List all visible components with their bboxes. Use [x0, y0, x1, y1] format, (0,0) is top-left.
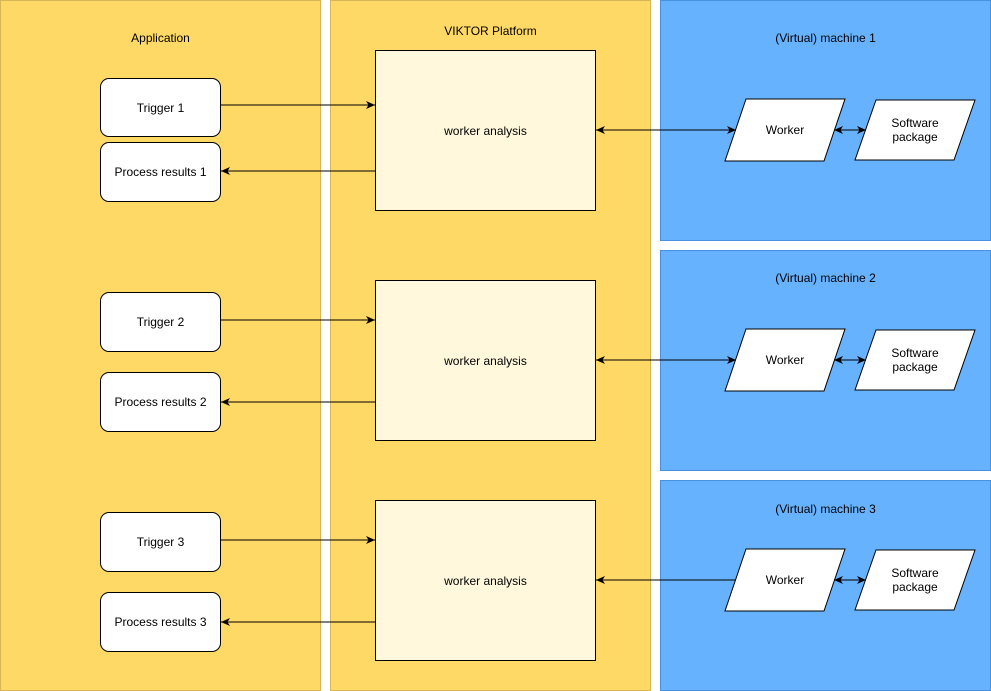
trigger-box: Trigger 2	[100, 292, 221, 352]
worker-analysis-box: worker analysis	[375, 500, 596, 661]
worker-label: Worker	[765, 123, 805, 137]
trigger-box: Trigger 3	[100, 512, 221, 572]
platform-lane-title: VIKTOR Platform	[444, 24, 537, 38]
machine-lane-title: (Virtual) machine 3	[775, 502, 876, 516]
worker-analysis-box: worker analysis	[375, 280, 596, 441]
process-results-box: Process results 1	[100, 142, 221, 202]
process-results-box: Process results 3	[100, 592, 221, 652]
software-package-label: Software package	[891, 566, 939, 594]
machine-lane-title: (Virtual) machine 1	[775, 31, 876, 45]
trigger-box: Trigger 1	[100, 78, 221, 137]
worker-label: Worker	[765, 573, 805, 587]
process-results-box: Process results 2	[100, 372, 221, 432]
worker-analysis-box: worker analysis	[375, 50, 596, 211]
software-package-label: Software package	[891, 346, 939, 374]
worker-label: Worker	[765, 353, 805, 367]
machine-lane-title: (Virtual) machine 2	[775, 271, 876, 285]
application-lane-title: Application	[131, 31, 190, 45]
software-package-label: Software package	[891, 116, 939, 144]
